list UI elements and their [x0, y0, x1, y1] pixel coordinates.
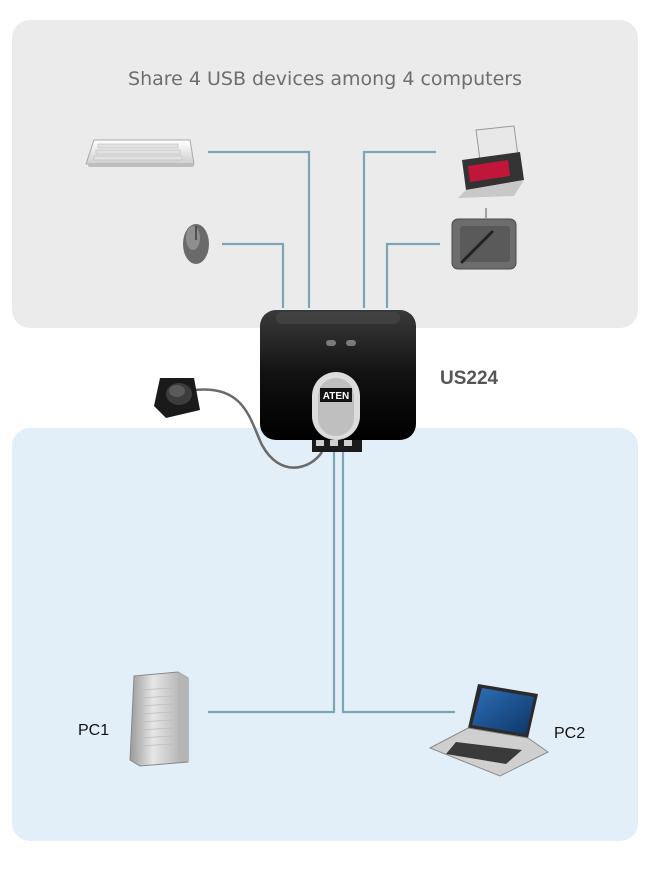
drawing-tablet-icon [451, 208, 517, 270]
desktop-tower-icon [129, 671, 189, 767]
pc2-label: PC2 [554, 725, 586, 742]
keyboard-cable [208, 150, 311, 308]
laptop-icon [428, 684, 549, 777]
printer-cable [362, 150, 436, 308]
usb-switch-icon: ATEN [260, 310, 416, 452]
aten-logo-text: ATEN [323, 391, 349, 402]
aten-logo [320, 388, 352, 402]
diagram-title: Share 4 USB devices among 4 computers [128, 68, 522, 90]
keyboard-icon [85, 139, 195, 167]
peripherals-panel [12, 20, 638, 328]
mouse-icon [183, 224, 209, 264]
computers-panel [12, 428, 638, 841]
remote-button-icon [154, 378, 200, 418]
pc2-cable [341, 450, 455, 714]
device-model-label: US224 [440, 368, 499, 389]
remote-cable [194, 388, 324, 469]
usb-cables [208, 150, 455, 714]
tablet-cable [385, 242, 440, 308]
pc1-cable [208, 450, 336, 714]
printer-icon [458, 125, 524, 198]
pc1-label: PC1 [78, 722, 110, 739]
mouse-cable [222, 242, 285, 308]
